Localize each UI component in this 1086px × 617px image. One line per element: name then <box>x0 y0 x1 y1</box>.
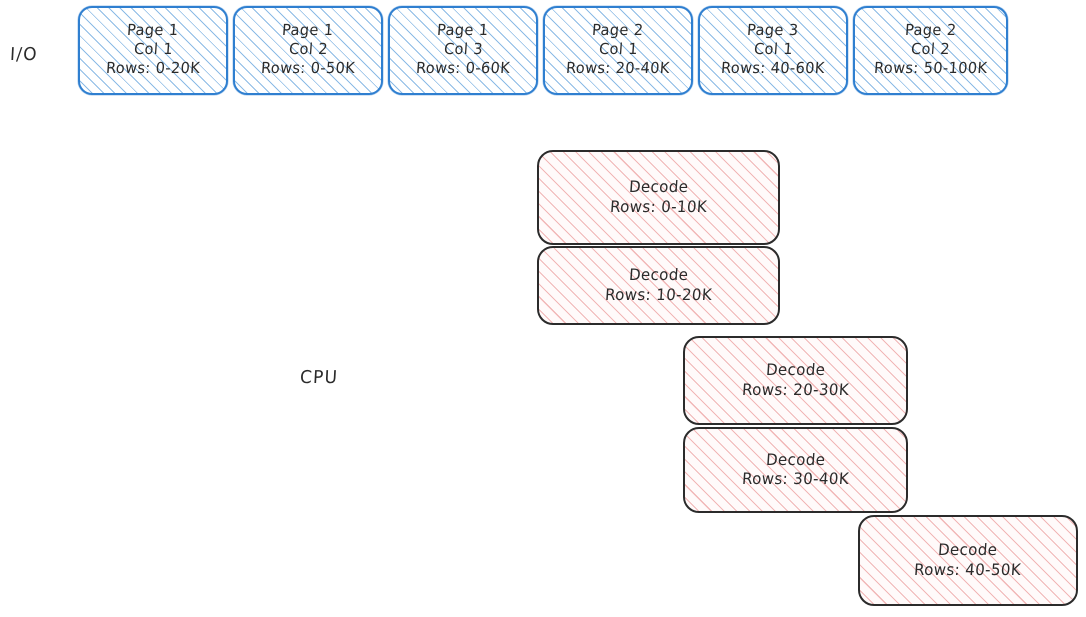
decode-box-4[interactable]: Decode Rows: 30-40K <box>683 427 908 513</box>
io-box-5-col: Col 1 <box>753 41 794 59</box>
io-box-3-col: Col 3 <box>443 41 484 59</box>
io-box-2-text: Page 1 Col 2 Rows: 0-50K <box>260 22 356 79</box>
io-box-2-page: Page 1 <box>281 22 335 40</box>
lane-label-io: I/O <box>9 44 39 66</box>
io-box-6-rows: Rows: 50-100K <box>873 60 988 78</box>
io-box-1[interactable]: Page 1 Col 1 Rows: 0-20K <box>78 6 228 95</box>
decode-box-2[interactable]: Decode Rows: 10-20K <box>537 246 780 325</box>
io-box-5-text: Page 3 Col 1 Rows: 40-60K <box>720 22 826 79</box>
io-box-6-text: Page 2 Col 2 Rows: 50-100K <box>873 22 988 79</box>
decode-box-5-title: Decode <box>937 540 999 560</box>
decode-box-5[interactable]: Decode Rows: 40-50K <box>858 515 1078 606</box>
io-box-4-page: Page 2 <box>591 22 645 40</box>
decode-box-2-text: Decode Rows: 10-20K <box>604 265 713 305</box>
decode-box-2-title: Decode <box>628 265 689 285</box>
lane-label-cpu: CPU <box>299 367 339 389</box>
decode-box-4-title: Decode <box>765 450 826 469</box>
io-box-3[interactable]: Page 1 Col 3 Rows: 0-60K <box>388 6 538 95</box>
io-box-6[interactable]: Page 2 Col 2 Rows: 50-100K <box>853 6 1008 95</box>
decode-box-1[interactable]: Decode Rows: 0-10K <box>537 150 780 245</box>
io-box-4-text: Page 2 Col 1 Rows: 20-40K <box>565 22 671 79</box>
decode-box-1-text: Decode Rows: 0-10K <box>609 177 708 217</box>
io-box-2[interactable]: Page 1 Col 2 Rows: 0-50K <box>233 6 383 95</box>
io-box-6-col: Col 2 <box>910 41 951 59</box>
io-box-1-page: Page 1 <box>126 22 180 40</box>
decode-box-3-rows: Rows: 20-30K <box>741 380 850 399</box>
io-box-1-rows: Rows: 0-20K <box>105 60 201 78</box>
io-box-1-text: Page 1 Col 1 Rows: 0-20K <box>105 22 201 79</box>
decode-box-4-text: Decode Rows: 30-40K <box>741 450 850 490</box>
io-box-4-col: Col 1 <box>598 41 639 59</box>
io-box-5[interactable]: Page 3 Col 1 Rows: 40-60K <box>698 6 848 95</box>
decode-box-1-title: Decode <box>628 177 689 197</box>
io-box-3-rows: Rows: 0-60K <box>415 60 511 78</box>
io-box-6-page: Page 2 <box>904 22 957 40</box>
io-box-2-rows: Rows: 0-50K <box>260 60 356 78</box>
io-box-3-page: Page 1 <box>436 22 490 40</box>
decode-box-2-rows: Rows: 10-20K <box>604 285 713 304</box>
io-box-5-rows: Rows: 40-60K <box>720 60 826 78</box>
io-box-4[interactable]: Page 2 Col 1 Rows: 20-40K <box>543 6 693 95</box>
decode-box-3-title: Decode <box>765 360 826 380</box>
io-box-2-col: Col 2 <box>288 41 329 59</box>
io-box-1-col: Col 1 <box>133 41 174 59</box>
decode-box-3[interactable]: Decode Rows: 20-30K <box>683 336 908 425</box>
decode-box-4-rows: Rows: 30-40K <box>741 469 850 489</box>
io-box-4-rows: Rows: 20-40K <box>565 60 671 78</box>
decode-box-5-rows: Rows: 40-50K <box>913 560 1023 579</box>
io-box-3-text: Page 1 Col 3 Rows: 0-60K <box>415 22 511 79</box>
decode-box-1-rows: Rows: 0-10K <box>609 197 708 216</box>
decode-box-3-text: Decode Rows: 20-30K <box>741 360 850 400</box>
io-box-5-page: Page 3 <box>746 22 800 40</box>
decode-box-5-text: Decode Rows: 40-50K <box>913 540 1023 580</box>
